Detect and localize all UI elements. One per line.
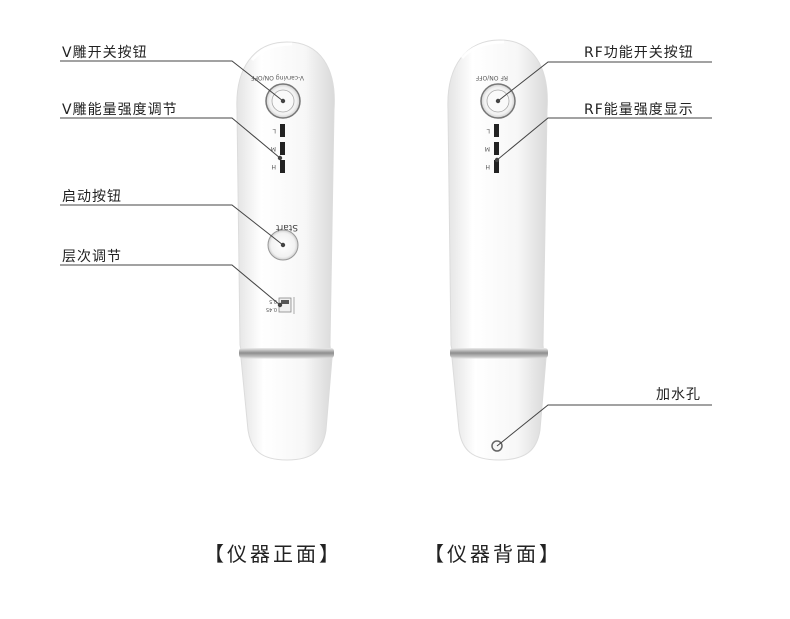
label-v-switch: V雕开关按钮 <box>62 45 148 61</box>
back-level-m: M <box>485 145 490 152</box>
label-start-button: 启动按钮 <box>62 189 122 205</box>
back-device: RF ON/OFF L M H <box>447 39 548 461</box>
back-leader-lines <box>496 61 712 447</box>
front-device-base <box>240 357 333 461</box>
back-chrome-ring <box>450 348 548 358</box>
back-level-l: L <box>486 127 490 134</box>
front-start-text: Start <box>276 222 298 232</box>
front-level-indicator: L M H <box>271 124 285 173</box>
front-level-m: M <box>271 145 276 152</box>
back-leader-dots <box>494 98 501 163</box>
back-level-indicator: L M H <box>485 124 499 173</box>
front-layer-mark-1: 0.5 <box>269 298 277 304</box>
back-switch-text: RF ON/OFF <box>475 74 508 81</box>
front-leader-lines <box>60 60 284 306</box>
label-rf-switch: RF功能开关按钮 <box>584 45 694 61</box>
label-layer-adjust: 层次调节 <box>62 249 122 265</box>
front-switch-text: V-carving ON/OFF <box>250 74 304 81</box>
front-chrome-ring <box>239 348 334 358</box>
front-level-h: H <box>271 163 276 170</box>
label-rf-energy: RF能量强度显示 <box>584 102 694 118</box>
back-device-base <box>451 357 547 461</box>
caption-front: 【仪器正面】 <box>204 542 342 566</box>
front-device: V-carving ON/OFF L M H Start 0.5 0.45 <box>236 41 335 461</box>
back-level-h: H <box>485 163 490 170</box>
caption-back: 【仪器背面】 <box>424 542 562 566</box>
front-level-l: L <box>272 127 276 134</box>
label-v-energy: V雕能量强度调节 <box>62 102 178 118</box>
front-layer-mark-2: 0.45 <box>266 306 277 312</box>
front-layer-slider[interactable]: 0.5 0.45 <box>266 297 295 314</box>
front-leader-dots <box>277 98 286 308</box>
label-water-hole: 加水孔 <box>656 387 701 403</box>
